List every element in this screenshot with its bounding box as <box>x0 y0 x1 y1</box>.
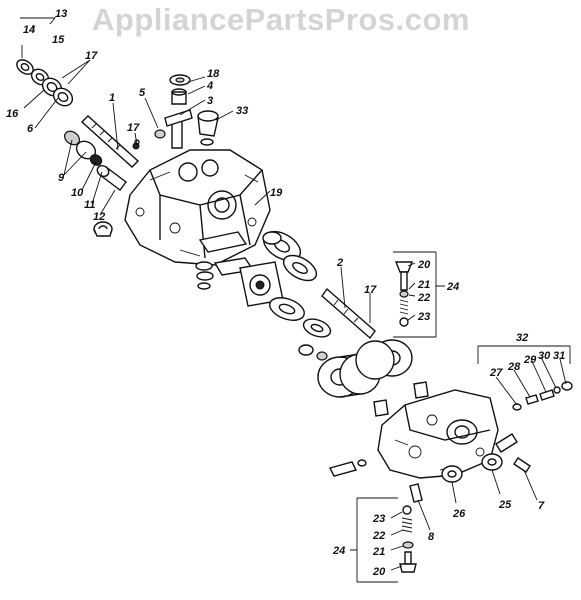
callout-31: 31 <box>553 350 565 362</box>
callout-14: 14 <box>23 24 35 36</box>
leader-lines <box>23 76 567 571</box>
callout-23a: 23 <box>417 311 430 323</box>
callout-brackets <box>20 17 571 583</box>
cup-plug <box>197 110 219 146</box>
callout-16: 16 <box>6 108 19 120</box>
callout-21b: 21 <box>372 546 385 558</box>
seal-stack <box>16 59 74 107</box>
callout-22a: 22 <box>417 292 430 304</box>
callout-8: 8 <box>428 531 435 543</box>
callout-labels: 1 2 3 4 5 6 7 8 9 10 11 12 13 14 15 16 1… <box>6 8 565 578</box>
callout-15: 15 <box>52 34 65 46</box>
callout-10: 10 <box>71 187 84 199</box>
callout-6: 6 <box>27 123 34 135</box>
callout-2: 2 <box>336 257 343 269</box>
middle-bearing-group <box>195 230 332 338</box>
callout-27: 27 <box>489 367 503 379</box>
upper-housing <box>124 149 271 266</box>
callout-24b: 24 <box>332 545 345 557</box>
callout-18: 18 <box>207 68 220 80</box>
lower-fittings <box>328 459 423 503</box>
callout-29: 29 <box>523 354 537 366</box>
callout-25: 25 <box>498 499 512 511</box>
callout-26: 26 <box>452 508 466 520</box>
callout-17b: 17 <box>127 122 140 134</box>
callout-9: 9 <box>58 172 65 184</box>
watermark: AppliancePartsPros.com <box>92 2 470 37</box>
callout-21a: 21 <box>417 279 430 291</box>
callout-20a: 20 <box>417 259 431 271</box>
callout-20b: 20 <box>372 566 386 578</box>
callout-24a: 24 <box>446 281 459 293</box>
callout-32: 32 <box>516 332 528 344</box>
valve-cap-group <box>132 74 193 150</box>
callout-1: 1 <box>109 92 115 104</box>
callout-11: 11 <box>84 199 95 211</box>
callout-12: 12 <box>93 211 105 223</box>
callout-7: 7 <box>538 500 545 512</box>
valve-stack-lower <box>399 505 417 573</box>
lower-housing <box>377 389 499 479</box>
relief-valve-parts <box>441 381 573 483</box>
output-shaft <box>321 287 376 340</box>
callout-22b: 22 <box>372 530 385 542</box>
callout-28: 28 <box>507 361 521 373</box>
callout-19: 19 <box>270 187 283 199</box>
callout-23b: 23 <box>372 513 385 525</box>
callout-13: 13 <box>55 8 67 20</box>
valve-stack-upper <box>394 261 414 327</box>
callout-5: 5 <box>139 87 146 99</box>
callout-33: 33 <box>236 105 248 117</box>
callout-30: 30 <box>538 350 551 362</box>
motor-cylinders <box>298 339 429 417</box>
input-shaft <box>80 115 140 168</box>
callout-17a: 17 <box>85 50 98 62</box>
callout-17c: 17 <box>364 284 377 296</box>
callout-3: 3 <box>207 95 213 107</box>
callout-4: 4 <box>206 80 213 92</box>
